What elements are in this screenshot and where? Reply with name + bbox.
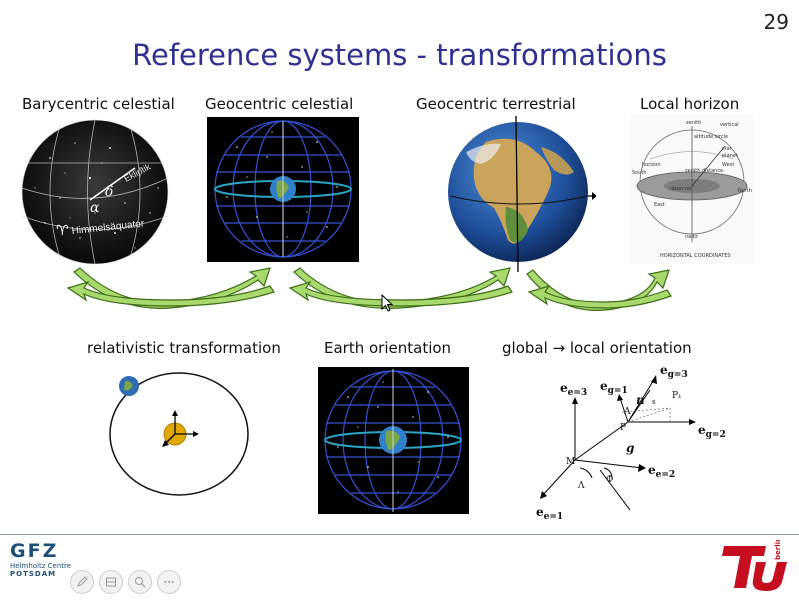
e-g2-subscript: g=2 (706, 430, 726, 440)
svg-text:eg=2: eg=2 (698, 423, 726, 440)
footer-divider (0, 534, 799, 535)
horizon-west: West (722, 162, 734, 168)
horizon-zenith-distance: zenith distance (685, 168, 723, 174)
Lambda-upper-label: Λ (623, 407, 631, 417)
geocentric-terrestrial-globe (448, 115, 596, 272)
g-label: g (626, 441, 634, 455)
label-earth-orientation: Earth orientation (324, 339, 452, 357)
horizon-zenith: zenith (686, 120, 701, 126)
horizon-east: East (654, 202, 665, 208)
e-g1-label: e (600, 379, 608, 393)
Lambda-lower-label: Λ (577, 481, 585, 491)
s-label: s (652, 398, 656, 406)
P-label: P (620, 423, 626, 433)
pen-tool-button[interactable] (70, 570, 94, 594)
e-g2-label: e (698, 423, 706, 437)
transformation-arrows (66, 267, 513, 309)
gfz-logo: GFZ Helmholtz Centre POTSDAM (10, 540, 90, 578)
alpha-symbol: α (90, 200, 100, 216)
horizon-observer: observer (670, 186, 693, 192)
earth-orientation-grid-sphere (318, 367, 469, 514)
barycentric-sky-sphere: δ α Ekliptik ♈ Himmelsäquator (21, 119, 169, 265)
e-e1-label: e (536, 505, 544, 519)
horizon-planet: planet (722, 153, 738, 159)
horizon-vertical: vertical (720, 122, 739, 128)
label-geocentric-terrestrial: Geocentric terrestrial (416, 95, 576, 113)
horizon-star: star (722, 146, 733, 152)
svg-text:ee=1: ee=1 (536, 505, 563, 522)
gfz-logo-sub2: POTSDAM (10, 570, 57, 578)
label-global-local-orientation: global → local orientation (502, 339, 692, 357)
e-e2-subscript: e=2 (656, 470, 676, 480)
e-e3-label: e (560, 381, 568, 395)
horizon-caption: HORIZONTAL COORDINATES (660, 253, 731, 259)
label-local-horizon: Local horizon (640, 95, 740, 113)
svg-text:ee=2: ee=2 (648, 463, 675, 480)
P1-label: P₁ (672, 391, 682, 401)
slide-number: 29 (763, 10, 789, 34)
transformation-arrows-right (526, 269, 672, 311)
slides-icon (106, 577, 116, 587)
delta-symbol: δ (105, 184, 113, 200)
local-horizon-diagram: zenith vertical altitude circle star pla… (630, 114, 754, 264)
e-g1-subscript: g=1 (608, 386, 628, 396)
gfz-logo-sub1: Helmholtz Centre (10, 562, 72, 570)
M-label: M (566, 457, 575, 467)
slide-title: Reference systems - transformations (132, 38, 667, 72)
more-dots-icon (164, 581, 174, 583)
svg-text:ee=3: ee=3 (560, 381, 587, 398)
e-g3-subscript: g=3 (668, 370, 688, 380)
label-geocentric-celestial: Geocentric celestial (205, 95, 354, 113)
horizon-nadir: nadir (685, 234, 699, 240)
e-e1-subscript: e=1 (544, 512, 564, 522)
horizon-south: South (632, 170, 647, 176)
horizon-altitude-circle: altitude circle (694, 134, 728, 140)
n-label: n (636, 393, 645, 407)
slides-view-button[interactable] (99, 570, 123, 594)
tu-berlin-logo: berlin (722, 540, 787, 591)
magnifier-icon (135, 577, 146, 588)
relativistic-orbit-diagram (109, 372, 249, 496)
tu-logo-text: berlin (774, 540, 782, 560)
gfz-logo-text: GFZ (10, 540, 59, 562)
Phi-label: Φ (606, 475, 613, 485)
label-barycentric-celestial: Barycentric celestial (22, 95, 175, 113)
pen-icon (77, 576, 88, 587)
e-e3-subscript: e=3 (568, 388, 588, 398)
horizon-horizon: horizon (642, 162, 661, 168)
horizon-north: North (738, 188, 752, 194)
e-g3-label: e (660, 363, 668, 377)
zoom-button[interactable] (128, 570, 152, 594)
global-local-vector-diagram: ee=3 eg=1 eg=3 eg=2 ee=2 ee=1 n g M P P₁… (536, 363, 726, 522)
e-e2-label: e (648, 463, 656, 477)
aries-symbol: ♈ (56, 223, 69, 239)
more-options-button[interactable] (157, 570, 181, 594)
svg-text:eg=1: eg=1 (600, 379, 628, 396)
label-relativistic-transformation: relativistic transformation (87, 339, 281, 357)
svg-text:eg=3: eg=3 (660, 363, 688, 380)
mouse-cursor-icon (381, 294, 394, 312)
geocentric-celestial-grid-sphere (207, 117, 359, 262)
